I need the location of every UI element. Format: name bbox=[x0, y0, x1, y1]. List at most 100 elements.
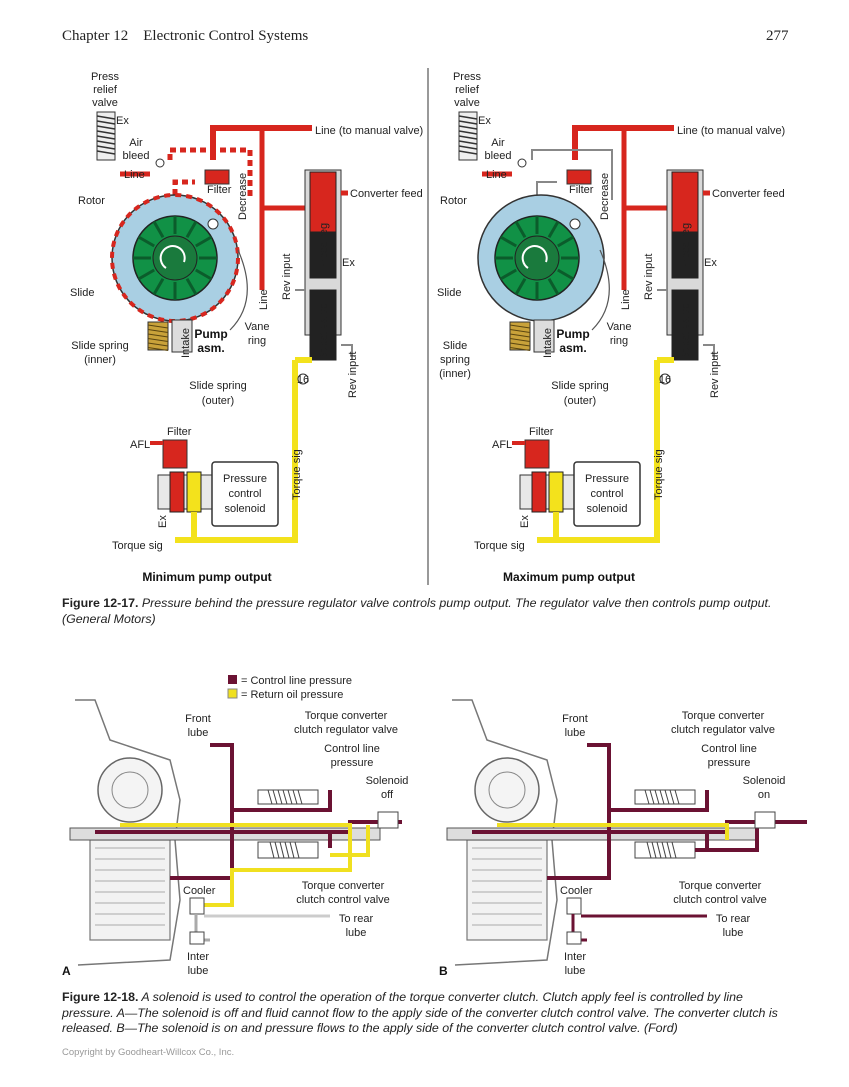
legend-control-label-line: = Control line pressure bbox=[241, 675, 352, 687]
relief-spring-coil bbox=[96, 130, 116, 135]
line-vertical-label-line: Line bbox=[258, 289, 270, 310]
cooler-label-line: Cooler bbox=[183, 885, 216, 897]
slide-spring-outer-label-line: Slide spring bbox=[551, 380, 608, 392]
ex-bottom-label-line: Ex bbox=[157, 515, 169, 528]
ex-mid-label-line: Ex bbox=[342, 257, 355, 269]
pressure-control-solenoid bbox=[211, 461, 279, 527]
vane bbox=[514, 278, 527, 296]
panel-letter: A bbox=[62, 964, 71, 978]
solenoid-feed-line bbox=[695, 820, 807, 852]
tc-regulator-label-line: Torque converter bbox=[305, 710, 388, 722]
inter-lube-fitting bbox=[566, 931, 582, 945]
orifice-number: 16 bbox=[297, 374, 309, 386]
ex-top-label-line: Ex bbox=[478, 115, 491, 127]
rev-input-label-line: Rev input bbox=[643, 254, 655, 300]
slide-label: Slide bbox=[437, 287, 461, 299]
cooler-label: Cooler bbox=[560, 885, 593, 897]
pump-asm-label-line: asm. bbox=[559, 341, 586, 355]
vane bbox=[152, 220, 165, 238]
control-line-label-line: pressure bbox=[331, 757, 374, 769]
front-lube-label-line: Front bbox=[185, 713, 211, 725]
decrease-label-line: Decrease bbox=[599, 173, 611, 220]
press-relief-valve-label-line: relief bbox=[93, 84, 118, 96]
press-reg-label: Press reg bbox=[680, 223, 692, 270]
afl-label-line: AFL bbox=[492, 439, 512, 451]
housing-outline bbox=[591, 249, 610, 331]
filter-label: Filter bbox=[569, 184, 594, 196]
tc-regulator-label-line: clutch regulator valve bbox=[671, 724, 775, 736]
press-relief-valve-label-line: valve bbox=[92, 97, 118, 109]
control-spring-coil bbox=[274, 841, 280, 859]
air-bleed-label-line: bleed bbox=[485, 150, 512, 162]
rev-input-2-label: Rev input bbox=[709, 352, 721, 398]
air-bleed-passage bbox=[172, 179, 195, 195]
ex-bottom-label: Ex bbox=[519, 515, 531, 528]
torque-sig-label: Torque sig bbox=[112, 540, 163, 552]
pcs-label-line: Pressure bbox=[223, 473, 267, 485]
pump-asm-label-line: asm. bbox=[197, 341, 224, 355]
vane bbox=[557, 235, 575, 248]
inter-lube-label-line: lube bbox=[188, 965, 209, 977]
clutch-pack bbox=[89, 839, 171, 941]
decrease-label-line: Decrease bbox=[237, 173, 249, 220]
control-spring-coil bbox=[656, 841, 662, 859]
front-lube-label-line: Front bbox=[562, 713, 588, 725]
converter-feed-label-line: Converter feed bbox=[712, 188, 785, 200]
vane bbox=[514, 220, 527, 238]
line-small-label-line: Line bbox=[124, 169, 145, 181]
regulator-spring-coil bbox=[282, 789, 288, 805]
vane bbox=[152, 278, 165, 296]
air-bleed-label-line: Air bbox=[129, 137, 143, 149]
intake-port bbox=[533, 319, 555, 353]
orifice-16 bbox=[297, 373, 309, 385]
spring-coil bbox=[147, 329, 169, 333]
control-spring-coil bbox=[289, 841, 295, 859]
tc-control-label-line: clutch control valve bbox=[296, 894, 390, 906]
control-line-label-line: Control line bbox=[701, 743, 757, 755]
control-line-label-line: pressure bbox=[708, 757, 751, 769]
control-line-label: Control line pressure bbox=[701, 743, 757, 769]
control-line bbox=[472, 820, 779, 834]
tc-regulator-valve bbox=[257, 789, 319, 805]
pivot-pin bbox=[569, 218, 581, 230]
vane bbox=[499, 268, 517, 281]
rev-input-2-label: Rev input bbox=[347, 352, 359, 398]
slide-spring-inner-label-line: Slide spring bbox=[71, 340, 128, 352]
air-bleed-label-line: Air bbox=[491, 137, 505, 149]
legend-control-swatch bbox=[228, 675, 237, 684]
figure-12-17-number: Figure 12-17. bbox=[62, 596, 139, 610]
panel-title-line: Maximum pump output bbox=[503, 570, 635, 584]
signal-passage bbox=[186, 471, 202, 513]
rear-lube-label-line: To rear bbox=[716, 913, 751, 925]
line-manual-label-line: Line (to manual valve) bbox=[677, 125, 785, 137]
housing-outline bbox=[229, 249, 248, 331]
solenoid-body bbox=[754, 811, 776, 829]
solenoid-body bbox=[377, 811, 399, 829]
decrease-passage bbox=[531, 149, 613, 200]
slide-spring-outer-label-line: (outer) bbox=[564, 395, 596, 407]
slide-spring-outer-label-line: (outer) bbox=[202, 395, 234, 407]
slide-spring-outer-label-line: Slide spring bbox=[189, 380, 246, 392]
relief-spring-coil bbox=[458, 120, 478, 125]
press-reg-valve-top bbox=[309, 171, 337, 233]
torque-sig-vertical-label-line: Torque sig bbox=[653, 449, 665, 500]
control-line bbox=[95, 820, 402, 834]
line-manual-label: Line (to manual valve) bbox=[315, 125, 423, 137]
spring-coil bbox=[147, 338, 169, 342]
rev-input-label: Rev input bbox=[643, 254, 655, 300]
inter-lube-line bbox=[194, 914, 210, 942]
converter-hub bbox=[111, 771, 149, 809]
slide-spring-outer-label: Slide spring (outer) bbox=[189, 380, 246, 407]
afl-passage bbox=[531, 471, 547, 513]
intake-label: Intake bbox=[180, 328, 192, 358]
afl-passage bbox=[169, 471, 185, 513]
front-lube-line bbox=[170, 743, 234, 880]
control-spring-coil bbox=[279, 841, 285, 859]
